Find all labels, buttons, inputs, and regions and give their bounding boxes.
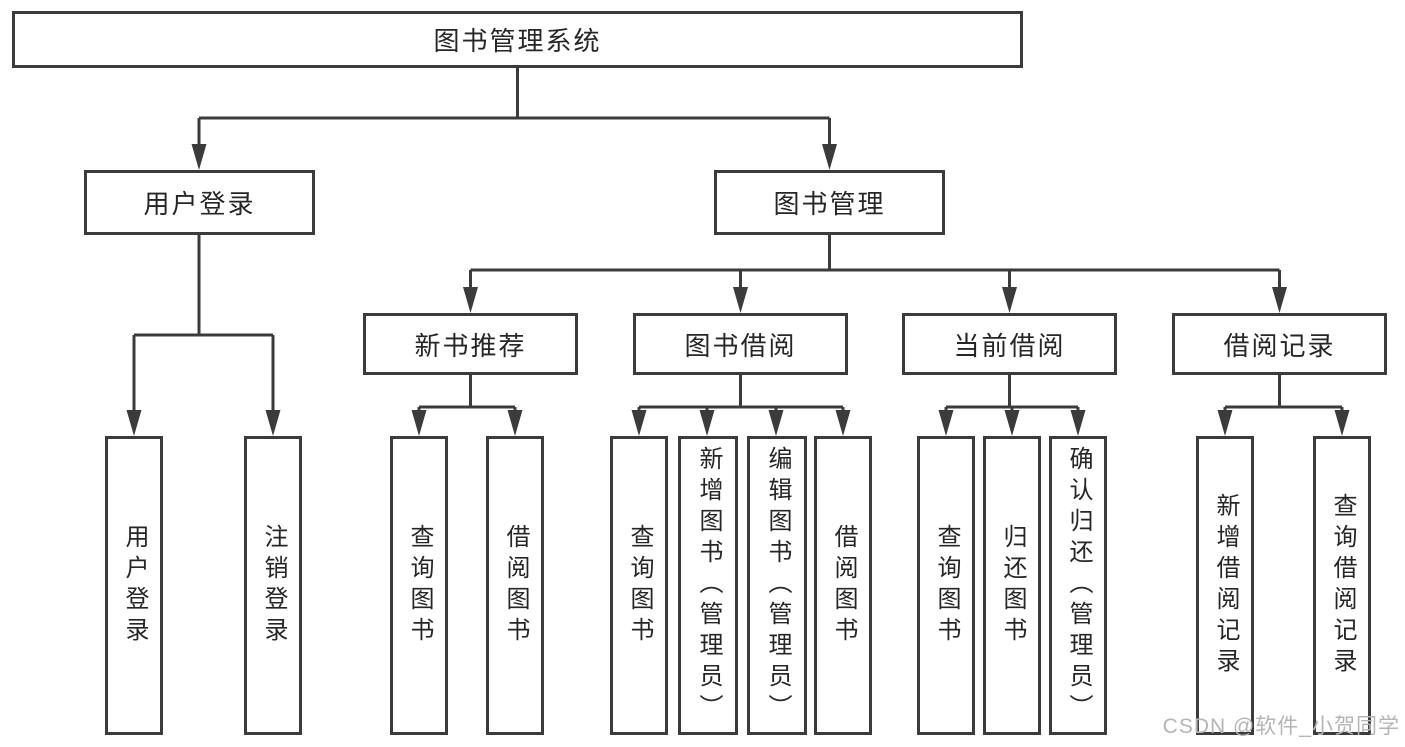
leaf-borrow-books-recommend: 借阅图书 bbox=[486, 436, 544, 735]
leaf-label: 用户登录 bbox=[121, 523, 148, 648]
node-book-borrowing: 图书借阅 bbox=[633, 313, 848, 375]
leaf-borrow-books: 借阅图书 bbox=[814, 436, 872, 735]
node-label: 图书管理系统 bbox=[433, 26, 602, 56]
leaf-label: 新增图书（管理员） bbox=[695, 446, 722, 725]
leaf-user-login: 用户登录 bbox=[105, 436, 163, 735]
leaf-edit-book-admin: 编辑图书（管理员） bbox=[747, 436, 807, 735]
leaf-query-books-recommend: 查询图书 bbox=[390, 436, 448, 735]
leaf-label: 注销登录 bbox=[260, 523, 287, 648]
csdn-watermark: CSDN @软件_小贺同学 bbox=[1162, 715, 1400, 738]
leaf-confirm-return-admin: 确认归还（管理员） bbox=[1049, 436, 1107, 735]
leaf-label: 借阅图书 bbox=[502, 523, 529, 648]
node-library-management-system: 图书管理系统 bbox=[12, 11, 1023, 68]
leaf-add-book-admin: 新增图书（管理员） bbox=[678, 436, 738, 735]
leaf-query-books-current: 查询图书 bbox=[917, 436, 975, 735]
leaf-label: 查询借阅记录 bbox=[1329, 492, 1356, 679]
node-user-login: 用户登录 bbox=[84, 170, 315, 235]
node-label: 新书推荐 bbox=[414, 330, 527, 361]
node-current-borrowing: 当前借阅 bbox=[902, 313, 1117, 375]
node-new-book-recommendation: 新书推荐 bbox=[363, 313, 578, 375]
leaf-label: 归还图书 bbox=[999, 523, 1026, 648]
leaf-logout: 注销登录 bbox=[244, 436, 302, 735]
node-book-management: 图书管理 bbox=[714, 170, 945, 235]
leaf-label: 查询图书 bbox=[626, 523, 653, 648]
leaf-query-borrow-record: 查询借阅记录 bbox=[1313, 436, 1371, 735]
leaf-label: 新增借阅记录 bbox=[1212, 492, 1239, 679]
node-label: 借阅记录 bbox=[1223, 330, 1336, 361]
node-label: 图书借阅 bbox=[684, 330, 797, 361]
leaf-label: 编辑图书（管理员） bbox=[764, 446, 791, 725]
leaf-label: 确认归还（管理员） bbox=[1065, 446, 1092, 725]
leaf-query-books-borrowing: 查询图书 bbox=[610, 436, 668, 735]
leaf-add-borrow-record: 新增借阅记录 bbox=[1196, 436, 1254, 735]
leaf-return-book: 归还图书 bbox=[983, 436, 1041, 735]
node-borrowing-records: 借阅记录 bbox=[1172, 313, 1387, 375]
leaf-label: 查询图书 bbox=[933, 523, 960, 648]
node-label: 图书管理 bbox=[773, 189, 886, 219]
leaf-label: 借阅图书 bbox=[830, 523, 857, 648]
node-label: 用户登录 bbox=[143, 189, 256, 219]
leaf-label: 查询图书 bbox=[406, 523, 433, 648]
node-label: 当前借阅 bbox=[953, 330, 1066, 361]
